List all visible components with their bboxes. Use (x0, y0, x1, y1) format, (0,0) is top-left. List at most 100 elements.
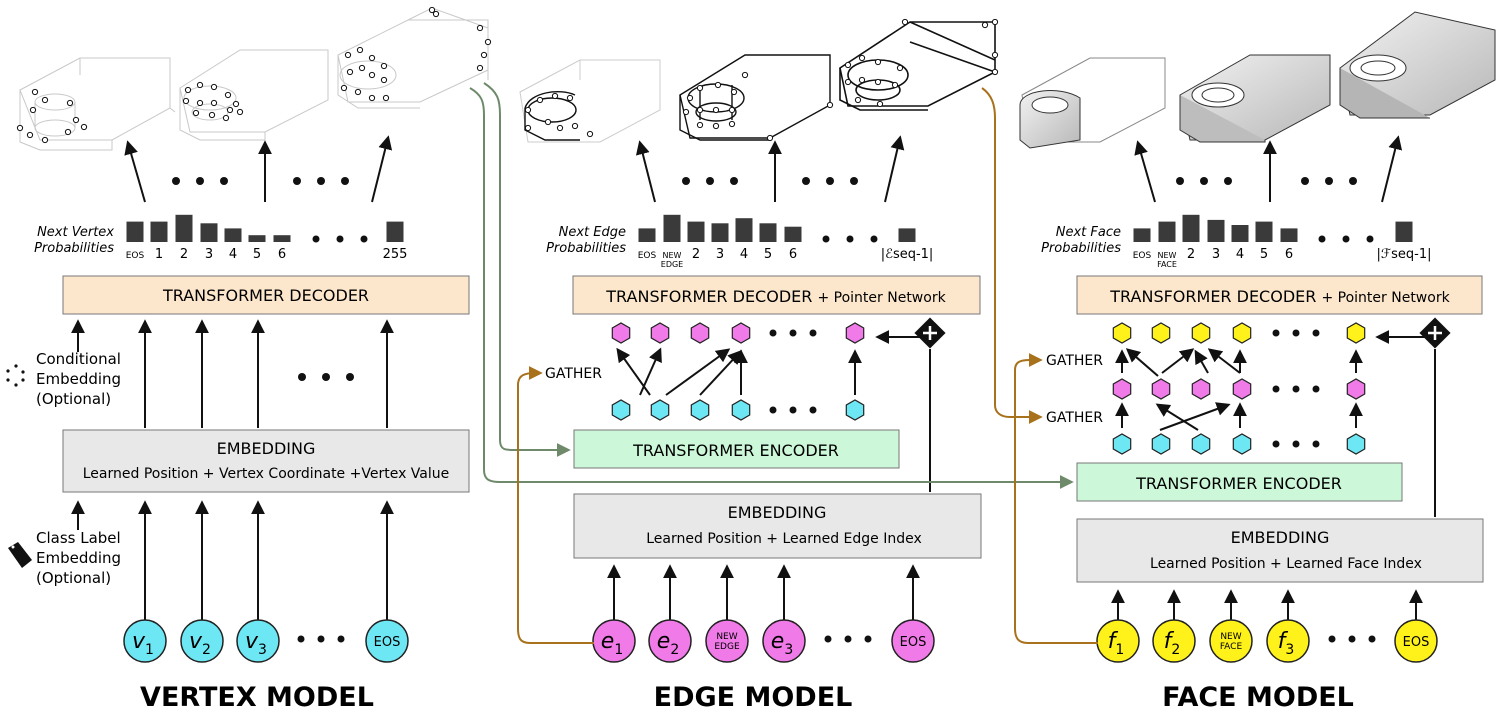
face-model-title: FACE MODEL (1162, 682, 1354, 713)
vertex-prob-label-line1: Next Vertex (37, 225, 114, 240)
edge-prob-tick-4: 4 (740, 247, 748, 262)
face-encoder-hex-1 (1151, 433, 1171, 455)
vertex-token-label-0: v1 (132, 629, 154, 658)
face-token-label-4: EOS (1403, 635, 1430, 650)
face-prob-bar-2 (1182, 214, 1200, 242)
class-label-embedding-1: Class Label (36, 529, 121, 547)
edge-pointer-hex-0 (611, 322, 631, 344)
vertex-token-label-2: v3 (245, 629, 267, 658)
vertex-prob-label-line2: Probabilities (34, 241, 114, 256)
vertex-prob-bar-1 (150, 221, 168, 242)
shape-vertex-step-1 (19, 57, 176, 151)
edge-prob-label-line2: Probabilities (546, 241, 626, 256)
edge-encoder-hexagons (611, 399, 865, 421)
edge-model: TRANSFORMER DECODER + Pointer Network GA… (545, 275, 982, 713)
shape-vertex-step-3 (337, 7, 489, 109)
shape-face-step-2 (1179, 54, 1331, 143)
face-token-to-gather-arrow (1014, 353, 1098, 644)
edge-prob-tick-2: 2 (692, 247, 700, 262)
vertex-prob-tick-6: 6 (278, 247, 286, 262)
vertex-prob-bar-4 (224, 228, 242, 242)
edge-encoder-hex-4 (845, 399, 865, 421)
conditional-embedding-label-2: Embedding (36, 370, 121, 388)
edge-encoder-hex-3 (731, 399, 751, 421)
vertex-token-0 (123, 619, 167, 663)
green-connectors (469, 82, 1074, 489)
vertex-prob-bar-0 (126, 221, 144, 242)
face-embedding-title: EMBEDDING (1231, 528, 1330, 547)
face-encoder-hex-2 (1191, 433, 1211, 455)
edge-pointer-hex-1 (650, 322, 670, 344)
class-label-embedding-2: Embedding (36, 549, 121, 567)
face-decoder-text: TRANSFORMER DECODER + Pointer Network (1109, 287, 1450, 306)
edge-encoder-label: TRANSFORMER ENCODER (632, 441, 839, 460)
face-prob-tick-6: 6 (1285, 247, 1293, 262)
face-embedding-sub: Learned Position + Learned Face Index (1150, 556, 1422, 572)
face-encoder-hexagons (1112, 433, 1366, 455)
face-shape-illustrations (1019, 11, 1496, 149)
face-prob-label-line1: Next Face (1056, 225, 1121, 240)
edge-token-label-3: e3 (771, 629, 793, 658)
face-prob-bar-6 (1280, 228, 1298, 242)
face-gathered-hex-2 (1191, 378, 1211, 400)
edge-prob-bar-0 (638, 228, 656, 242)
face-prob-tick-4: 4 (1236, 247, 1244, 262)
vertex-prob-tick-3: 3 (205, 247, 213, 262)
face-encoder-hex-4 (1346, 433, 1366, 455)
shape-edge-step-2 (679, 54, 831, 141)
face-encoder-label: TRANSFORMER ENCODER (1135, 474, 1342, 493)
shape-output-arrows (124, 135, 1403, 203)
face-gathered-hex-4 (1346, 378, 1366, 400)
face-pointer-hex-1 (1151, 322, 1171, 344)
edge-model-title: EDGE MODEL (654, 682, 853, 713)
face-gathered-hex-3 (1232, 378, 1252, 400)
vertex-decoder-label: TRANSFORMER DECODER (162, 286, 369, 305)
edge-prob-tick-6: 6 (789, 247, 797, 262)
edge-token-3 (762, 619, 806, 663)
face-prob-tick-7: |ℱseq-1| (1377, 247, 1432, 262)
class-label-embedding-3: (Optional) (36, 569, 111, 587)
vertex-embedding-title: EMBEDDING (217, 439, 316, 458)
vertex-token-1 (180, 619, 224, 663)
shape-face-step-3 (1339, 11, 1496, 119)
conditional-embedding-label-3: (Optional) (36, 390, 111, 408)
vertex-prob-tick-1: 1 (155, 247, 163, 262)
edge-prob-bar-4 (735, 218, 753, 242)
edge-shape-to-face-gather-arrow (981, 87, 1043, 424)
edge-decoder-label: TRANSFORMER DECODER (605, 287, 812, 306)
face-token-2 (1209, 619, 1253, 663)
face-token-0 (1096, 619, 1140, 663)
vertex-to-face-encoder-arrow (469, 87, 1074, 489)
edge-decoder-box (572, 275, 981, 315)
edge-prob-bar-5 (759, 223, 777, 242)
vertex-token-label-3: EOS (374, 635, 401, 650)
face-token-label-1: f2 (1164, 629, 1181, 658)
edge-prob-bar-7 (898, 228, 916, 242)
edge-encoder-box (573, 429, 900, 469)
brown-connectors (517, 87, 1098, 644)
vertex-prob-bar-2 (175, 214, 193, 242)
face-gather-label-bottom: GATHER (1046, 410, 1103, 426)
face-gather-label-top: GATHER (1046, 353, 1103, 369)
face-token-label-3: f3 (1278, 629, 1295, 658)
edge-prob-tick-3: 3 (716, 247, 724, 262)
edge-token-label-1: e2 (657, 629, 679, 658)
vertex-token-2 (236, 619, 280, 663)
vertex-embedding-box (62, 429, 470, 493)
edge-token-to-gather-arrow (517, 366, 594, 644)
vertex-embedding-sub: Learned Position + Vertex Coordinate +Ve… (83, 466, 450, 482)
edge-prob-tick-1: EDGE (661, 260, 683, 269)
face-token-3 (1266, 619, 1310, 663)
edge-prob-bar-6 (784, 226, 802, 242)
vertex-token-3 (365, 619, 409, 663)
face-token-4 (1394, 619, 1438, 663)
face-encoder-hex-0 (1112, 433, 1132, 455)
face-prob-tick-0: EOS (1133, 251, 1152, 261)
edge-embedding-sub: Learned Position + Learned Edge Index (646, 531, 922, 547)
